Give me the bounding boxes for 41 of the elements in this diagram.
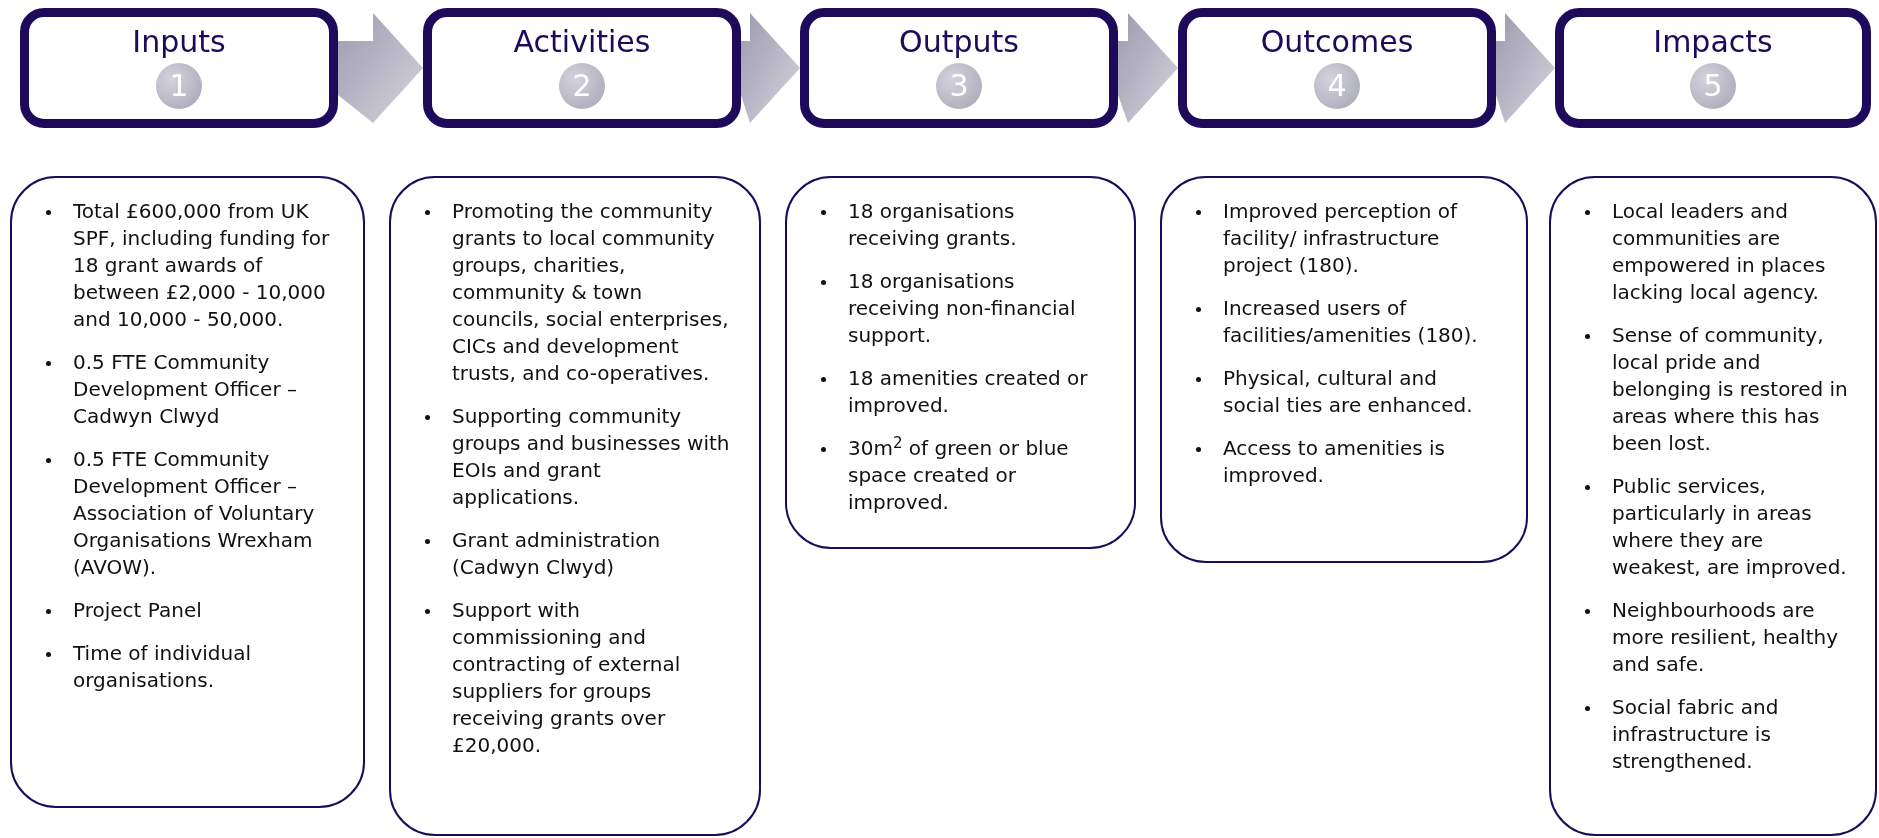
bullet-text: Physical, cultural and social ties are enhanced. (1223, 365, 1474, 419)
bullet-text: 18 organisations receiving non-financial support. (848, 268, 1077, 349)
bullet-text: Neighbourhoods are more resilient, healthy and safe. (1612, 597, 1840, 678)
stage-box (800, 8, 1118, 128)
bullet-text: Sense of community, local pride and belonging is restored in areas where this has been lost. (1612, 322, 1849, 457)
bullet-text: 0.5 FTE Community Development Officer – Cadwyn Clwyd (73, 349, 298, 430)
bullet-text: Total £600,000 from UK SPF, including funding for 18 grant awards of between £2,000 - 10,000 and 10,000 - 50,000. (73, 198, 331, 333)
stage-title: Inputs (132, 23, 226, 61)
bullet-text: Public services, particularly in areas where they are weakest, are improved. (1612, 473, 1848, 581)
content-box (1549, 176, 1877, 836)
content-box (389, 176, 761, 836)
block-arrow (741, 13, 800, 123)
bullet-text: Time of individual organisations. (73, 640, 252, 694)
stage-box (1555, 8, 1871, 128)
bullet-text: Improved perception of facility/ infrastructure project (180). (1223, 198, 1459, 279)
block-arrow (338, 13, 423, 123)
bullet-text: Social fabric and infrastructure is strengthened. (1612, 694, 1780, 775)
content-box (785, 176, 1136, 549)
bullet-text: Supporting community groups and businesses with EOIs and grant applications. (452, 403, 731, 511)
bullet-text: Increased users of facilities/amenities (180). (1223, 295, 1479, 349)
bullet-text: Support with commissioning and contracting of external suppliers for groups receiving grants over £20,000. (452, 597, 682, 759)
bullet-text: Local leaders and communities are empowered in places lacking local agency. (1612, 198, 1827, 306)
bullet-text: Project Panel (73, 597, 202, 624)
stage-title: Outcomes (1260, 23, 1414, 61)
bullet-text: Promoting the community grants to local community groups, charities, community & town councils, social enterprises, CICs and development trusts, and co-operatives. (452, 198, 730, 387)
block-arrow (1496, 13, 1555, 123)
stage-title: Impacts (1653, 23, 1773, 61)
bullet-text: 30m$^{2}$ of green or blue space created or improved. (848, 435, 1070, 516)
bullet-text: 0.5 FTE Community Development Officer – Association of Voluntary Organisations Wrexham (AVOW). (73, 446, 316, 581)
block-arrow (1118, 13, 1178, 123)
bullet-text: 18 amenities created or improved. (848, 365, 1089, 419)
bullet-text: 18 organisations receiving grants. (848, 198, 1018, 252)
stage-title: Outputs (899, 23, 1019, 61)
bullet-text: Access to amenities is improved. (1223, 435, 1446, 489)
stage-box (1178, 8, 1496, 128)
stage-box (20, 8, 338, 128)
content-box (10, 176, 365, 808)
stage-box (423, 8, 741, 128)
bullet-text: Grant administration (Cadwyn Clwyd) (452, 527, 662, 581)
content-box (1160, 176, 1528, 563)
stage-title: Activities (513, 23, 651, 61)
